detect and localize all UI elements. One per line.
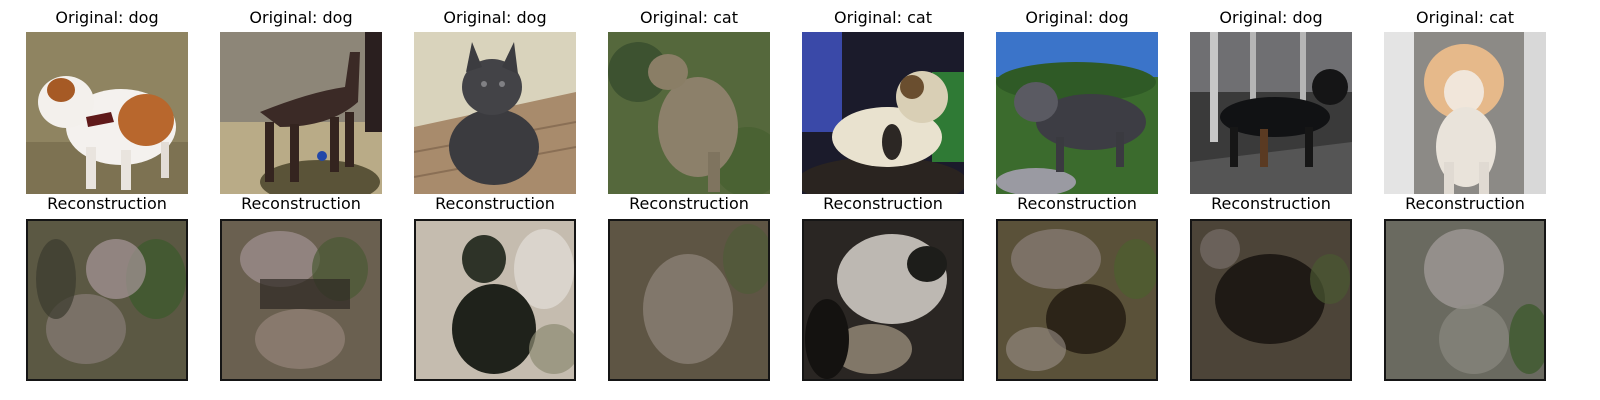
original-title: Original: dog [443, 8, 547, 27]
original-image [1190, 32, 1352, 194]
original-image [414, 32, 576, 194]
reconstruction-title: Reconstruction [435, 194, 555, 213]
reconstruction-image [996, 219, 1158, 381]
original-image [1384, 32, 1546, 194]
reconstruction-title: Reconstruction [1211, 194, 1331, 213]
original-title: Original: cat [834, 8, 932, 27]
reconstruction-title: Reconstruction [1405, 194, 1525, 213]
reconstruction-title: Reconstruction [241, 194, 361, 213]
original-title: Original: dog [1219, 8, 1323, 27]
reconstruction-title: Reconstruction [629, 194, 749, 213]
original-title: Original: dog [1025, 8, 1129, 27]
original-image [220, 32, 382, 194]
reconstruction-image [1384, 219, 1546, 381]
original-title: Original: dog [249, 8, 353, 27]
original-image [608, 32, 770, 194]
original-image [26, 32, 188, 194]
reconstruction-title: Reconstruction [823, 194, 943, 213]
reconstruction-title: Reconstruction [1017, 194, 1137, 213]
reconstruction-image [26, 219, 188, 381]
reconstruction-image [220, 219, 382, 381]
reconstruction-image [802, 219, 964, 381]
reconstruction-image [608, 219, 770, 381]
original-image [996, 32, 1158, 194]
original-title: Original: dog [55, 8, 159, 27]
reconstruction-image [414, 219, 576, 381]
reconstruction-image [1190, 219, 1352, 381]
reconstruction-title: Reconstruction [47, 194, 167, 213]
original-title: Original: cat [640, 8, 738, 27]
original-title: Original: cat [1416, 8, 1514, 27]
original-image [802, 32, 964, 194]
